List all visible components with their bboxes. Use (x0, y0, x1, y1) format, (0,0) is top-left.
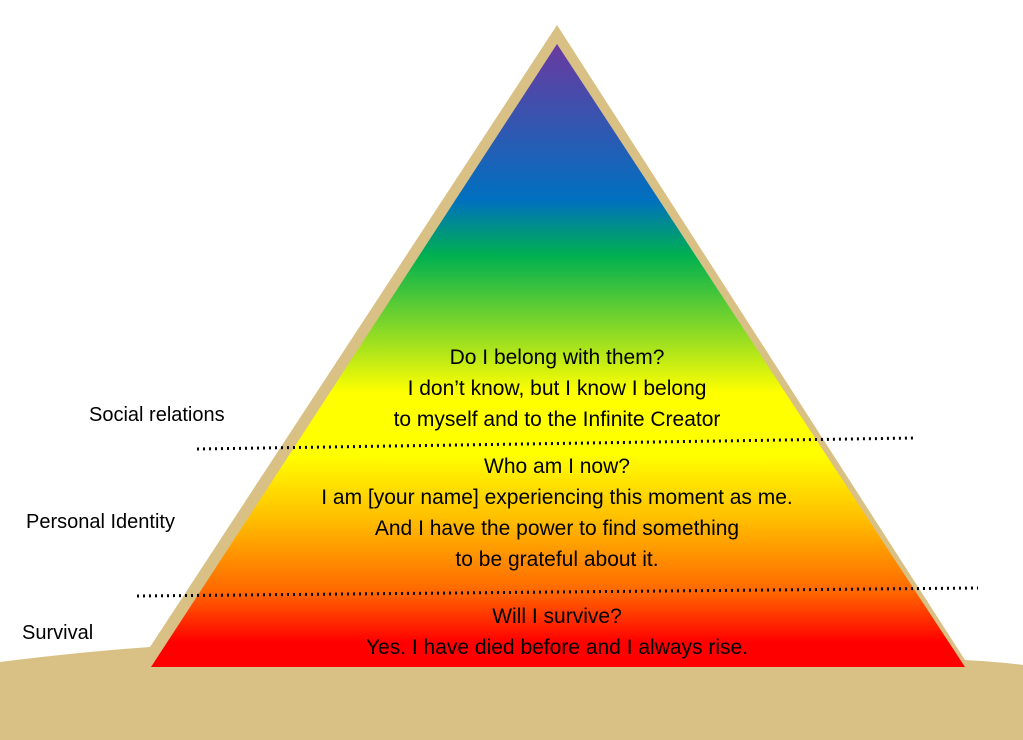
tier-text: I am [your name] experiencing this momen… (321, 486, 793, 509)
tier-text: I don’t know, but I know I belong (407, 377, 707, 400)
tier-text: Yes. I have died before and I always ris… (365, 636, 749, 659)
tier-survival: Will I survive? Yes. I have died before … (250, 601, 864, 663)
tier-text: Will I survive? (492, 605, 622, 628)
tier-text: And I have the power to find something (374, 517, 740, 540)
tier-identity: Who am I now? I am [your name] experienc… (250, 451, 864, 575)
tier-social: Do I belong with them? I don’t know, but… (250, 342, 864, 435)
label-social-relations: Social relations (89, 404, 225, 426)
pyramid-body (151, 44, 965, 667)
tier-text: Do I belong with them? (449, 346, 665, 369)
tier-text: Who am I now? (484, 455, 630, 478)
tier-text: to be grateful about it. (455, 548, 659, 571)
divider-identity-survival (136, 586, 979, 598)
label-survival: Survival (22, 622, 94, 644)
tier-text: to myself and to the Infinite Creator (393, 408, 721, 431)
label-personal-identity: Personal Identity (26, 511, 175, 533)
